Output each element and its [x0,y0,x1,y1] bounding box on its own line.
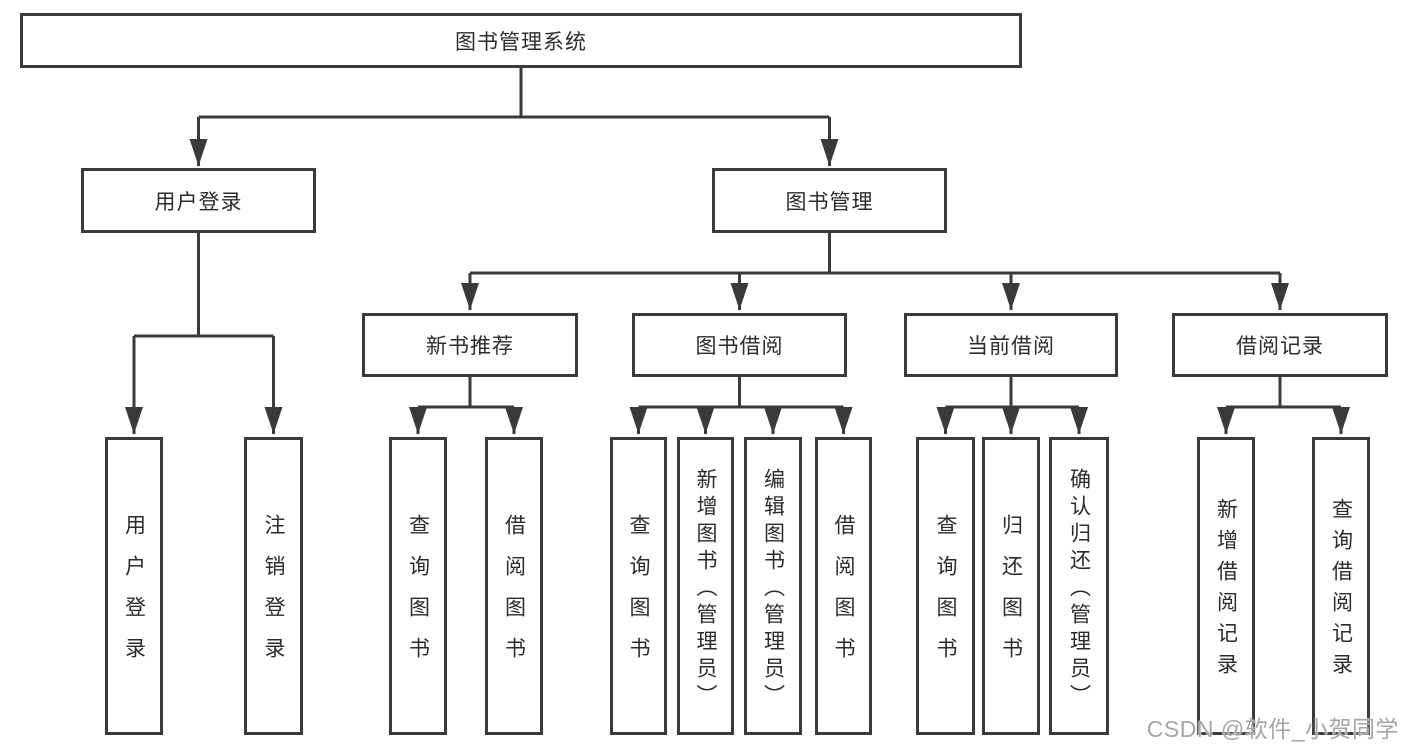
node-query-books-1: 查询图书 [389,437,447,735]
connector-new-book-recommend-children [418,377,514,409]
node-label: 查询图书 [406,514,430,678]
node-edit-book-admin: 编辑图书（管理员） [744,437,802,735]
connector-root-to-level2 [198,68,830,119]
node-book-management: 图书管理 [712,168,947,233]
node-label: 查询图书 [627,514,650,678]
node-borrow-books-2: 借阅图书 [815,437,872,735]
node-return-books: 归还图书 [982,437,1040,735]
node-add-book-admin: 新增图书（管理员） [677,437,734,735]
node-user-login-leaf: 用户登录 [105,437,163,735]
node-query-borrow-record: 查询借阅记录 [1312,437,1370,735]
connector-current-borrowing-children [945,377,1079,409]
connector-book-borrowing-children [638,377,844,409]
node-borrow-records: 借阅记录 [1172,313,1388,377]
node-label: 查询借阅记录 [1329,498,1353,684]
node-label: 确认归还（管理员） [1067,467,1091,711]
node-query-books-2: 查询图书 [610,437,667,735]
node-book-borrowing: 图书借阅 [632,313,847,377]
node-borrow-books-1: 借阅图书 [485,437,543,735]
connector-user-login-children [134,233,274,338]
node-label: 借阅图书 [502,514,526,678]
node-label: 注销登录 [262,514,285,678]
node-confirm-return-admin: 确认归还（管理员） [1049,437,1109,735]
node-label: 借阅图书 [832,514,855,678]
node-new-book-recommend: 新书推荐 [362,313,578,377]
node-label: 归还图书 [999,514,1023,678]
node-label: 用户登录 [122,514,146,678]
node-label: 新增图书（管理员） [694,467,717,711]
connector-borrow-records-children [1226,377,1341,409]
node-current-borrowing: 当前借阅 [904,313,1118,377]
node-query-books-3: 查询图书 [916,437,975,735]
node-add-borrow-record: 新增借阅记录 [1197,437,1255,735]
node-root: 图书管理系统 [20,13,1022,68]
node-label: 编辑图书（管理员） [761,467,785,711]
connector-book-management-children [470,233,1280,275]
node-label: 新增借阅记录 [1214,498,1238,684]
node-label: 查询图书 [934,514,957,678]
csdn-watermark: CSDN @软件_小贺同学 [1146,716,1399,742]
node-logout-leaf: 注销登录 [244,437,303,735]
node-user-login: 用户登录 [81,168,316,233]
